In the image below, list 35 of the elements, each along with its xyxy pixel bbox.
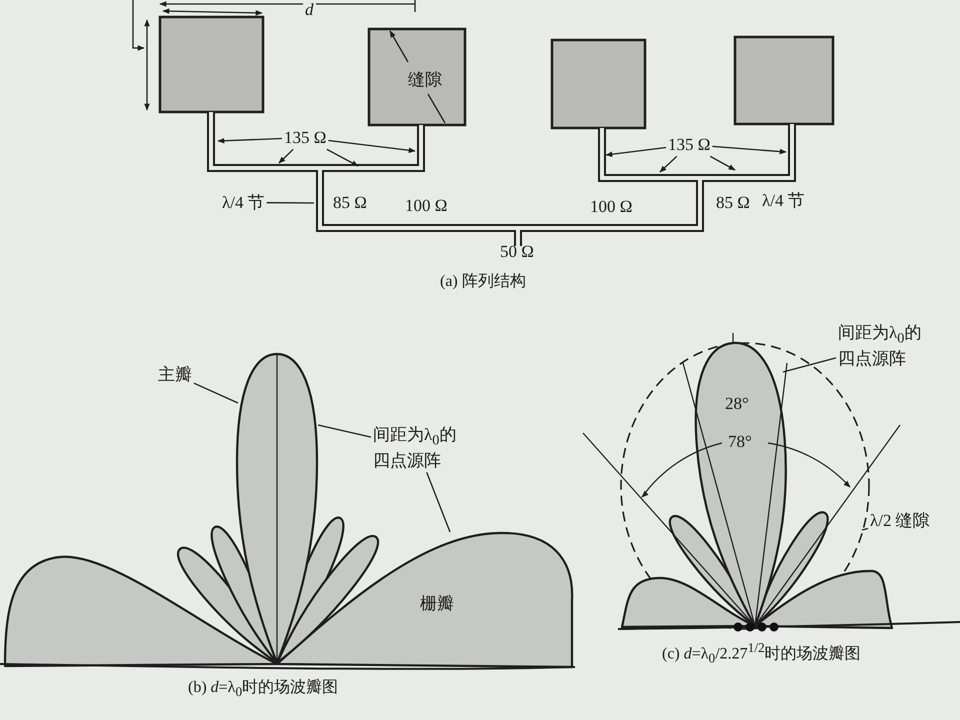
dimension-label: d <box>303 1 316 18</box>
callout-text: 135 Ω <box>668 134 710 156</box>
lobe-label: 栅瓣 <box>420 594 454 614</box>
figure-caption: (a) 阵列结构 <box>440 272 526 292</box>
impedance-label: 100 Ω <box>590 197 632 218</box>
leader-arrow <box>326 148 359 167</box>
callout-text: 主瓣 <box>158 364 192 386</box>
leader-line <box>318 424 372 438</box>
impedance-label: 100 Ω <box>405 196 448 216</box>
figure-caption: (b) d=λ$_{0}$时的场波瓣图 <box>188 678 338 700</box>
leader-line <box>426 472 451 532</box>
leader-line <box>194 382 238 404</box>
section-label: λ/4 节 <box>762 191 805 212</box>
impedance-label: 85 Ω <box>716 193 750 214</box>
leader-arrow <box>605 146 666 157</box>
leader-line <box>862 528 868 531</box>
callout-text: λ/2 缝隙 <box>870 510 930 532</box>
slot-label: 缝隙 <box>408 70 442 90</box>
angle-label: 28° <box>725 394 749 414</box>
leader-line <box>782 357 836 373</box>
impedance-label: 50 Ω <box>500 242 534 262</box>
leader-arrow <box>712 146 787 154</box>
leader-arrow <box>278 148 294 164</box>
callout-text: 间距为λ$_{0}$的四点源阵 <box>373 424 458 472</box>
callout-text: λ/4 节 <box>222 192 265 214</box>
leader-line <box>266 202 314 204</box>
callout-text: 间距为λ$_{0}$的四点源阵 <box>838 322 922 370</box>
figure-caption: (c) d=λ$_{0}$/2.27$^{1/2}$时的场波瓣图 <box>662 640 861 666</box>
leader-arrow <box>217 138 282 144</box>
leader-arrow <box>710 156 736 171</box>
leader-arrow <box>328 140 416 154</box>
impedance-label: 85 Ω <box>333 193 367 214</box>
leader-arrow <box>660 156 678 172</box>
angle-label: 78° <box>728 432 752 452</box>
callout-text: 135 Ω <box>284 127 326 148</box>
